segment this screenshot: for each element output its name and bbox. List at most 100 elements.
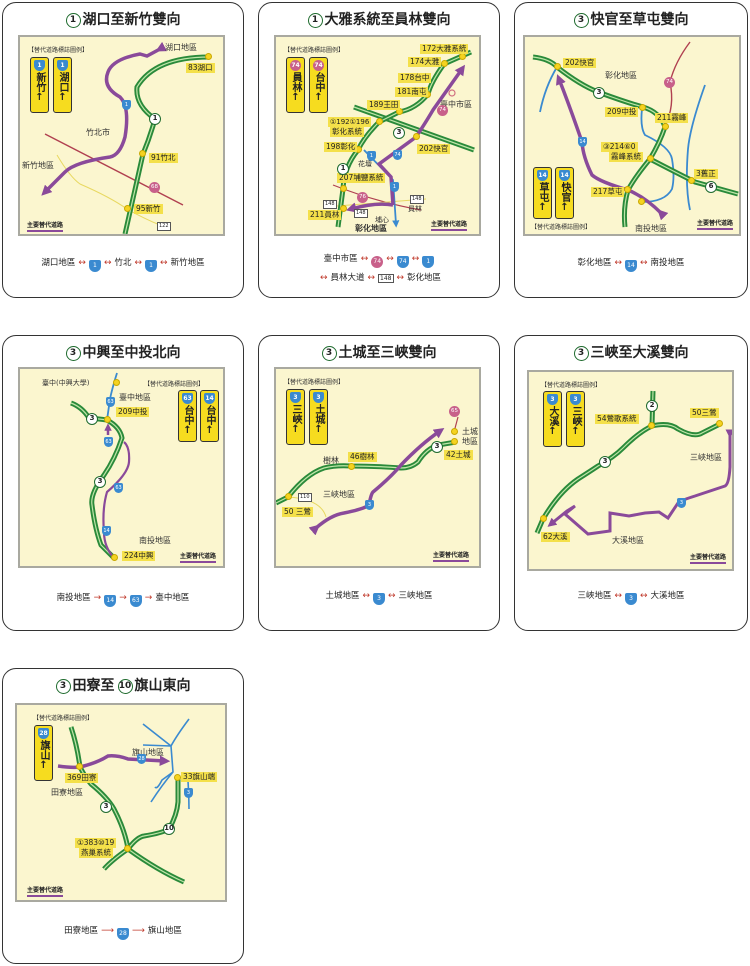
route-text: 員林大道: [330, 273, 365, 283]
route-summary: 三峽地區↔3↔大溪地區: [515, 589, 747, 605]
interchange-dot: [451, 438, 458, 445]
route-summary: 南投地區→14→63→臺中地區: [3, 591, 243, 607]
exit-label: 178台中: [398, 73, 432, 83]
freeway-shield-icon: 3: [65, 346, 81, 361]
shield-icon: 74: [396, 256, 409, 268]
area-label: 三峽地區: [323, 490, 355, 499]
exit-label: 172大雅系統: [420, 44, 469, 54]
freeway-shield-icon: 1: [307, 13, 323, 28]
route-text: 三峽地區: [577, 591, 612, 601]
alt-route: [102, 441, 131, 559]
legend-label: 【替代道路標誌圖例】: [144, 381, 205, 388]
expressway-shield-icon: 65: [449, 406, 460, 417]
expressway-shield-icon: 74: [664, 77, 675, 88]
arrow-right-icon: →: [144, 593, 153, 603]
expressway-shield-icon: 74: [437, 105, 448, 116]
freeway-shield-icon: 3: [321, 346, 337, 361]
interchange-dot: [413, 133, 420, 140]
exit-label: 50 三鶯: [282, 507, 313, 517]
freeway-shield-icon: 3: [393, 127, 405, 139]
shield-icon: 3: [313, 392, 324, 403]
title-text: 湖口至新竹雙向: [82, 12, 181, 28]
interchange-dot: [111, 554, 118, 561]
shield-icon: 1: [422, 256, 435, 268]
alt-route-legend: 主要替代道路: [697, 218, 734, 230]
county-road-sign: 110: [298, 493, 312, 502]
freeway-shield-icon: 3: [593, 87, 605, 99]
exit-label: 燕巢系統: [79, 848, 113, 858]
two-way-arrow-icon: ↔: [388, 591, 396, 601]
exit-label: 198彰化: [324, 142, 358, 152]
freeway-shield-icon: 1: [149, 113, 161, 125]
alt-route: [556, 74, 669, 221]
freeway-shield-icon: 3: [573, 13, 589, 28]
interchange-dot: [205, 53, 212, 60]
interchange-dot: [638, 198, 645, 205]
interchange-dot: [441, 60, 448, 67]
provincial-shield-icon: 3: [184, 788, 193, 798]
arrow-right-icon: ⟶: [132, 926, 145, 936]
legend-label: 【替代道路標誌圖例】: [284, 47, 345, 54]
alt-route: [57, 754, 171, 770]
interchange-dot: [624, 186, 631, 193]
alt-route-legend: 主要替代道路: [433, 550, 470, 562]
route-text: 大溪地區: [650, 591, 685, 601]
freeway-shield-icon: 3: [599, 456, 611, 468]
town-label: 埔心: [375, 216, 389, 224]
provincial-east: [685, 84, 706, 211]
area-label: 大溪地區: [612, 536, 644, 545]
exit-label: 369田寮: [65, 773, 99, 783]
exit-label: ③214⑥0: [601, 142, 638, 152]
freeway-shield-icon: 3: [573, 346, 589, 361]
provincial-network: [142, 718, 190, 810]
two-way-arrow-icon: ↔: [411, 254, 420, 264]
road-network: [276, 416, 459, 536]
alt-route-legend: 主要替代道路: [690, 552, 727, 564]
route-summary: 臺中市區↔74↔74↔1: [259, 252, 499, 268]
title-text: 中興至中投北向: [82, 345, 181, 361]
interchange-dot: [540, 515, 547, 522]
exit-label: 207埔鹽系統: [337, 173, 386, 183]
legend-label: 【替代道路標誌圖例】: [28, 47, 89, 54]
two-way-arrow-icon: ↔: [396, 273, 405, 283]
two-way-arrow-icon: ↔: [160, 258, 168, 268]
area-label: 南投地區: [139, 536, 171, 545]
route-text: 南投地區: [650, 258, 685, 268]
road-network: [323, 49, 475, 228]
interchange-dot: [113, 379, 120, 386]
exit-label: 202快官: [417, 144, 451, 154]
freeway-shield-icon: 1: [65, 13, 81, 28]
legend-label: 【替代道路標誌圖例】: [33, 715, 94, 722]
title-text: 田寮至: [72, 678, 115, 694]
alt-route-west: [345, 202, 394, 213]
two-way-arrow-icon: ↔: [78, 258, 86, 268]
provincial-shield-icon: 14: [578, 137, 587, 147]
two-way-arrow-icon: ↔: [386, 254, 394, 264]
freeway-shield-icon: 6: [705, 181, 717, 193]
route-text: 彰化地區: [577, 258, 612, 268]
shield-icon: 28: [38, 728, 49, 739]
interchange-dot: [662, 123, 669, 130]
two-way-arrow-icon: ↔: [614, 591, 622, 601]
county-road-sign: 148: [323, 200, 337, 209]
route-text: 彰化地區: [407, 273, 442, 283]
freeway-shield-icon: 10: [117, 679, 133, 694]
interchange-dot: [716, 420, 723, 427]
alt-route: [376, 64, 466, 206]
two-way-arrow-icon: ↔: [367, 273, 376, 283]
area-label: 南投地區: [635, 224, 667, 233]
exit-label: 174大雅: [408, 57, 442, 67]
shield-icon: 14: [537, 170, 548, 181]
